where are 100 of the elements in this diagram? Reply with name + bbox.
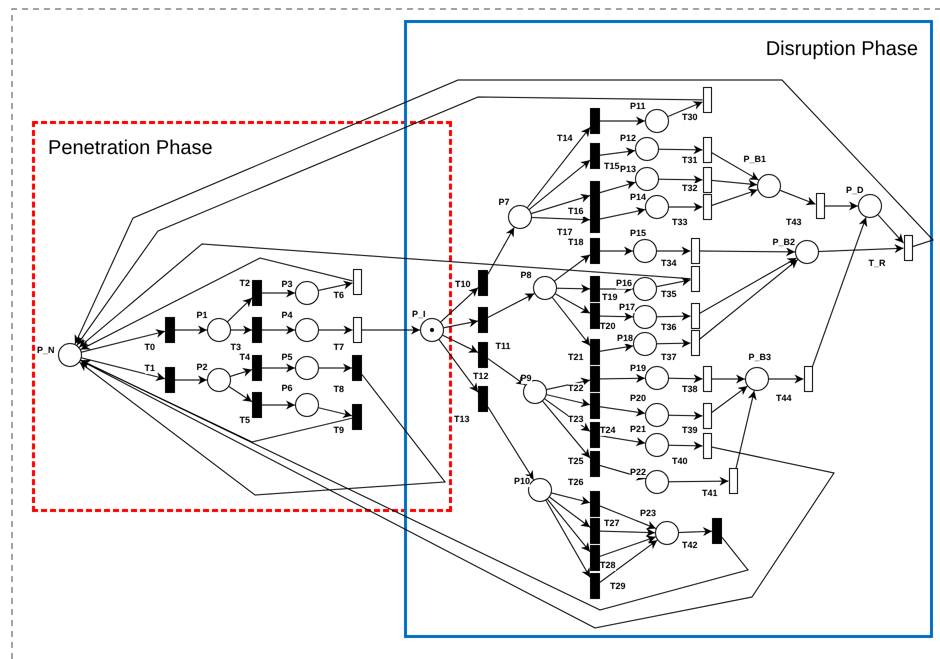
arrow <box>442 334 478 353</box>
arrow <box>318 407 352 418</box>
arrow <box>262 288 296 298</box>
transition-label: T31 <box>682 154 698 166</box>
arrow <box>546 394 590 408</box>
transition-label: T25 <box>568 456 584 466</box>
transition-label: T20 <box>600 320 616 332</box>
transition-label: T30 <box>682 112 698 122</box>
transition-label: T6 <box>334 290 344 300</box>
arrow <box>318 280 353 291</box>
arrow <box>600 342 634 352</box>
place-label: P23 <box>640 508 656 518</box>
transition-label: T13 <box>454 414 470 424</box>
transition-label: T37 <box>661 352 677 362</box>
arrow <box>768 374 804 384</box>
arrow <box>554 254 590 282</box>
arrow <box>711 374 746 384</box>
arrow <box>555 293 590 314</box>
arrow <box>361 326 420 334</box>
place-label: P12 <box>620 132 636 144</box>
transition-label: T42 <box>682 540 698 550</box>
transition-label: T_R <box>868 258 886 268</box>
place-label: P_B3 <box>748 352 772 362</box>
arrow <box>600 506 656 530</box>
transition-label: T22 <box>568 382 584 394</box>
place-label: P3 <box>282 278 293 290</box>
arrow <box>549 496 590 528</box>
phase-title: Penetration Phase <box>48 136 213 160</box>
arrow <box>656 338 691 348</box>
place-label: P_I <box>412 308 426 320</box>
arrow <box>542 400 590 458</box>
arrow <box>678 527 712 536</box>
place-label: P13 <box>620 164 636 174</box>
transition-label: T28 <box>600 560 616 570</box>
transition-label: T4 <box>240 352 250 362</box>
arrow <box>658 175 703 184</box>
arrow <box>81 357 166 381</box>
arrow <box>80 257 353 350</box>
place-label: P6 <box>282 382 293 394</box>
place-label: P8 <box>520 270 532 280</box>
arrow <box>878 214 904 244</box>
arrow <box>544 398 590 432</box>
place-label: P_D <box>846 184 864 196</box>
arrow <box>488 227 515 275</box>
arrow <box>551 492 590 505</box>
arrow <box>556 284 590 294</box>
arrow <box>440 287 478 322</box>
arrow <box>600 540 658 583</box>
arrow <box>318 326 353 334</box>
phase-region <box>32 121 452 512</box>
arrow <box>600 116 646 126</box>
arrow <box>262 326 296 334</box>
transition-label: T40 <box>672 456 688 466</box>
transition-label: T23 <box>568 414 584 424</box>
place-label: P_B1 <box>744 154 766 164</box>
transition-label: T36 <box>661 322 677 332</box>
phase-region <box>404 20 933 638</box>
arrow <box>600 206 646 220</box>
arrow <box>699 258 798 314</box>
arrow <box>600 312 634 322</box>
transition-label: T18 <box>568 236 584 248</box>
place-label: P2 <box>196 362 208 372</box>
arrow <box>736 390 757 468</box>
transition-label: T34 <box>661 258 677 268</box>
transition-label: T5 <box>240 414 250 426</box>
transition-label: T26 <box>568 476 584 488</box>
transition-label: T19 <box>602 292 618 302</box>
arrow <box>658 145 703 154</box>
arrow <box>80 360 835 629</box>
place-label: P18 <box>617 332 634 344</box>
transition-label: T44 <box>776 392 792 404</box>
place-label: P19 <box>630 362 646 374</box>
arrow <box>547 498 590 552</box>
arrow <box>668 374 703 384</box>
transition-label: T7 <box>334 342 344 352</box>
transition-label: T12 <box>473 370 489 382</box>
arrow <box>600 528 656 537</box>
arrow <box>81 329 166 353</box>
transition-label: T9 <box>334 424 344 436</box>
arrow <box>668 441 703 450</box>
place-label: P1 <box>196 310 208 320</box>
arrow <box>711 152 760 180</box>
place-label: P9 <box>520 372 532 384</box>
place-label: P20 <box>630 392 646 404</box>
arrow <box>318 364 352 372</box>
arrow <box>600 147 636 156</box>
arrow <box>488 406 534 480</box>
place-label: P16 <box>616 278 632 288</box>
arrow <box>528 160 590 210</box>
arrow <box>79 362 446 496</box>
place-label: P17 <box>619 302 636 312</box>
place-label: P5 <box>282 352 293 362</box>
place-label: P21 <box>630 424 646 434</box>
place-label: P4 <box>282 310 293 320</box>
transition-label: T43 <box>786 216 802 228</box>
arrow <box>74 80 934 345</box>
arrow <box>488 358 526 386</box>
place-label: P10 <box>514 476 530 486</box>
transition-label: T39 <box>682 424 698 436</box>
transition-label: T29 <box>610 580 626 592</box>
